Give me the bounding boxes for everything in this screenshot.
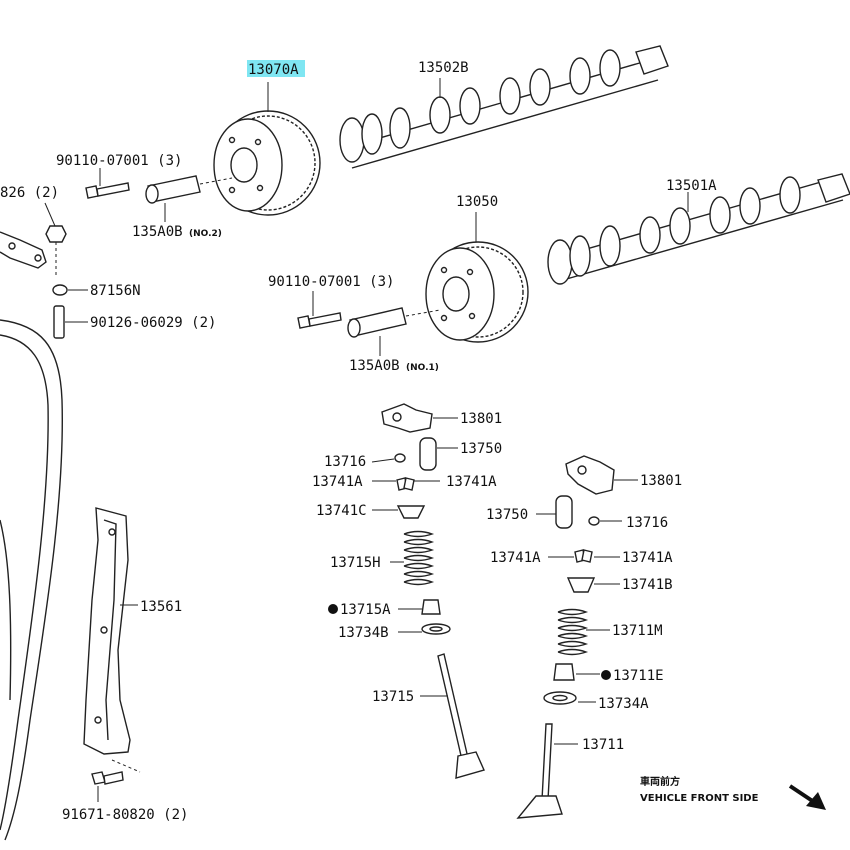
label-retainer-left: 13741C — [316, 503, 367, 519]
vvt-gear-intake — [425, 212, 529, 343]
keeper-right — [548, 549, 620, 563]
label-sleeve-no1: 135A0B — [349, 358, 400, 374]
label-bolt-lower: 90110-07001 (3) — [268, 274, 394, 290]
spring-seat-left — [398, 623, 451, 635]
arrow-icon — [788, 784, 826, 810]
rocker-arm-right — [565, 455, 638, 495]
spring-seat-right — [543, 691, 596, 705]
label-keeper-right-a: 13741A — [490, 550, 541, 566]
retainer-left — [372, 505, 426, 519]
valve-right — [516, 723, 578, 819]
label-826: 826 (2) — [0, 185, 59, 201]
bolt-90126 — [53, 305, 88, 339]
label-spring-right: 13711M — [612, 623, 663, 639]
label-87156n: 87156N — [90, 283, 141, 299]
label-chain-guide: 13561 — [140, 599, 182, 615]
label-valve-left: 13715 — [372, 689, 414, 705]
direction-label-en: VEHICLE FRONT SIDE — [640, 793, 759, 804]
label-keeper-left-b: 13741A — [446, 474, 497, 490]
bolt-bottom — [91, 759, 141, 802]
label-seal-left: 13715A — [340, 602, 391, 618]
label-seal-right: 13711E — [613, 668, 664, 684]
label-seat-left: 13734B — [338, 625, 389, 641]
mount-bracket — [0, 225, 67, 278]
label-keeper-right-b: 13741A — [622, 550, 673, 566]
valve-seal-right — [553, 663, 600, 681]
sleeve-no2 — [145, 175, 233, 222]
label-bolt-bottom: 91671-80820 (2) — [62, 807, 188, 823]
lash-adjuster-right — [536, 495, 573, 529]
rocker-arm-left — [381, 403, 458, 433]
label-sleeve-no1-suffix: (NO.1) — [406, 363, 439, 373]
label-adjuster-left: 13750 — [460, 441, 502, 457]
label-sleeve-no2: 135A0B — [132, 224, 183, 240]
retainer-right — [566, 577, 620, 593]
label-rocker-left: 13801 — [460, 411, 502, 427]
label-rocker-right: 13801 — [640, 473, 682, 489]
lash-adjuster-left — [419, 437, 458, 471]
label-sleeve-no2-suffix: (NO.2) — [189, 229, 222, 239]
sleeve-no1 — [347, 307, 441, 356]
label-13070a: 13070A — [248, 62, 299, 78]
valve-spring-left — [390, 530, 435, 586]
label-90126: 90126-06029 (2) — [90, 315, 216, 331]
keeper-left — [372, 477, 440, 491]
valve-spring-right — [557, 608, 610, 656]
label-retainer-right: 13741B — [622, 577, 673, 593]
label-spring-left: 13715H — [330, 555, 381, 571]
label-13502b: 13502B — [418, 60, 469, 76]
vvt-gear-exhaust — [213, 82, 321, 216]
valve-seal-left — [398, 599, 441, 615]
plug-left — [394, 453, 406, 463]
plug-right — [588, 516, 622, 526]
bolt-upper — [85, 168, 130, 199]
part-87156 — [52, 284, 88, 296]
chain-guide — [83, 507, 138, 755]
label-bolt-upper: 90110-07001 (3) — [56, 153, 182, 169]
timing-chain — [0, 319, 63, 841]
label-adjuster-right: 13750 — [486, 507, 528, 523]
filled-dot-icon — [601, 670, 611, 680]
label-plug-left: 13716 — [324, 454, 366, 470]
label-keeper-left-a: 13741A — [312, 474, 363, 490]
filled-dot-icon — [328, 604, 338, 614]
label-seat-right: 13734A — [598, 696, 649, 712]
camshaft-no2 — [339, 45, 669, 169]
direction-label-cn: 車両前方 — [640, 775, 680, 788]
bolt-lower — [297, 291, 342, 329]
label-valve-right: 13711 — [582, 737, 624, 753]
label-13501a: 13501A — [666, 178, 717, 194]
label-13050: 13050 — [456, 194, 498, 210]
valve-left — [420, 653, 485, 779]
camshaft-no1 — [547, 173, 850, 285]
label-plug-right: 13716 — [626, 515, 668, 531]
highlight-13070a — [247, 60, 305, 77]
